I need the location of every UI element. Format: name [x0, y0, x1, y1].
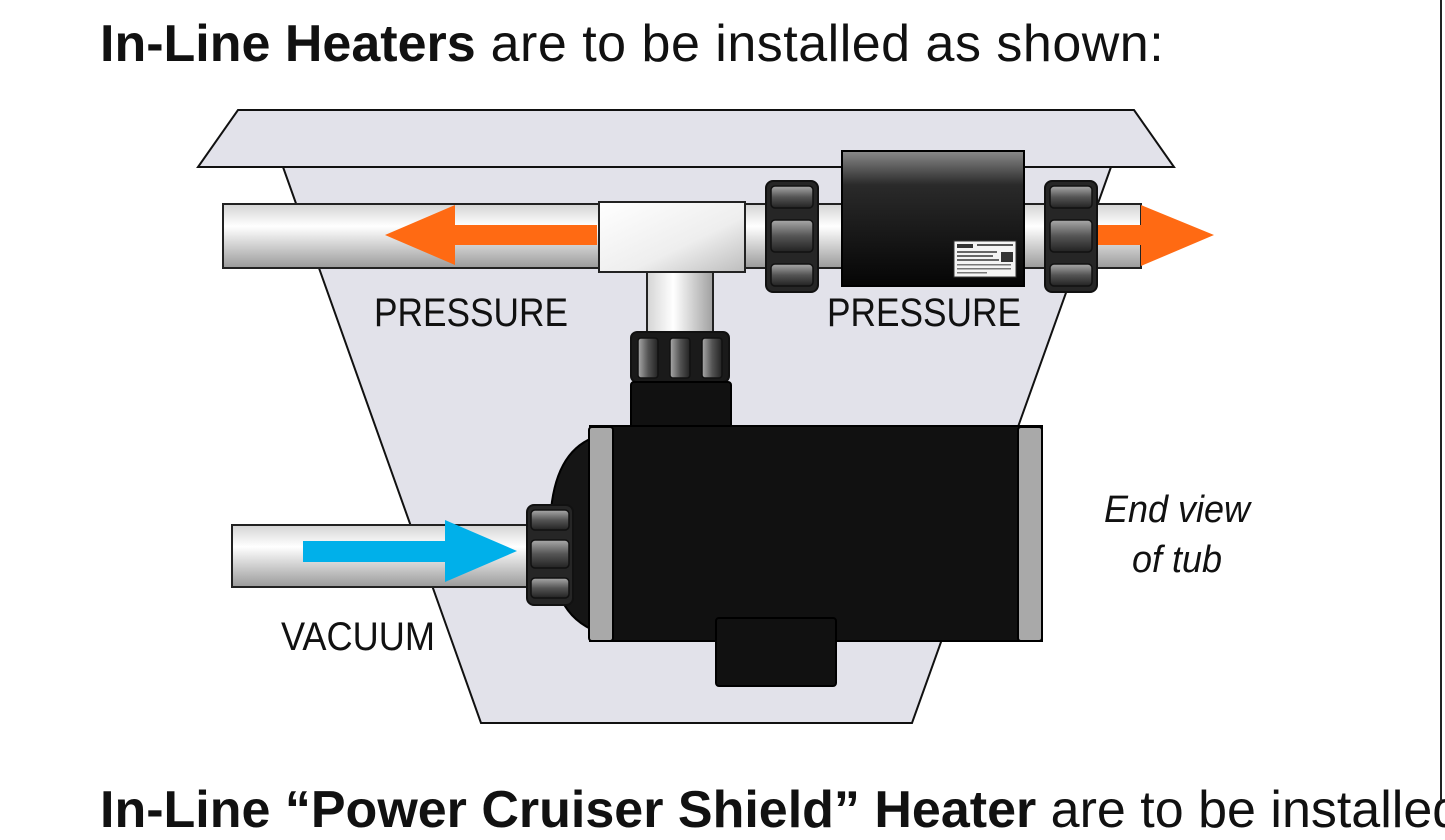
heater-union-left [765, 180, 819, 293]
label-pressure-left: PRESSURE [374, 291, 568, 335]
next-heading-bold: In-Line “Power Cruiser Shield” Heater [100, 781, 1037, 839]
heater-label-plate [953, 240, 1017, 278]
installation-diagram: PRESSURE PRESSURE VACUUM End view of tub [196, 109, 1252, 724]
label-pressure-right: PRESSURE [827, 291, 1021, 335]
pressure-arrow-right [1098, 205, 1214, 266]
label-end-view-line2: of tub [1132, 539, 1222, 581]
vacuum-arrow [303, 520, 517, 582]
heater-union-right [1044, 180, 1098, 293]
page-edge [1440, 0, 1442, 802]
tee-fitting [598, 201, 746, 339]
heading-rest: are to be installed as shown: [475, 15, 1165, 73]
label-end-view-line1: End view [1104, 489, 1252, 531]
heading-bold: In-Line Heaters [100, 15, 476, 73]
label-vacuum: VACUUM [281, 615, 435, 659]
page-heading: In-Line Heaters are to be installed as s… [100, 14, 1164, 74]
pump-discharge-union [630, 331, 732, 431]
next-heading-rest: are to be installed [1036, 781, 1445, 839]
pump-suction-union [526, 504, 574, 606]
pump-motor [548, 425, 1043, 687]
pressure-arrow-left [385, 205, 597, 265]
next-heading: In-Line “Power Cruiser Shield” Heater ar… [100, 780, 1445, 840]
in-line-heater [841, 150, 1025, 287]
